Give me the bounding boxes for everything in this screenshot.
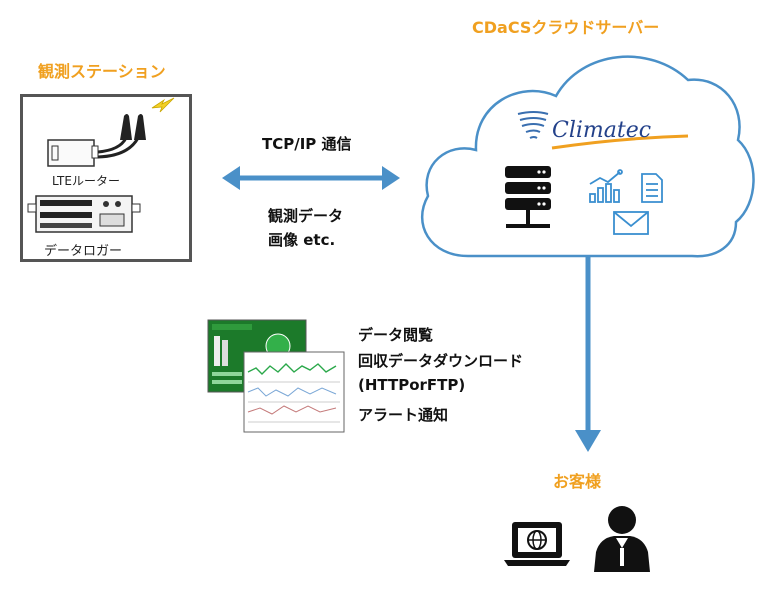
protocol-label: TCP/IP 通信 [262, 135, 352, 153]
payload-label-1: 観測データ [268, 207, 344, 225]
climatec-logo-text: Climatec [552, 118, 651, 143]
station-box [20, 94, 192, 262]
service-view: データ閲覧 [358, 326, 434, 344]
service-download: 回収データダウンロード [358, 352, 524, 370]
lightning-icon [151, 97, 175, 113]
station-title: 観測ステーション [38, 62, 166, 81]
download-arrow [575, 256, 601, 452]
server-icon [505, 166, 551, 228]
mail-icon [613, 211, 649, 235]
bidirectional-arrow [222, 166, 400, 190]
document-icon [641, 173, 663, 203]
data-logger-icon [27, 195, 141, 233]
service-protocol: (HTTPorFTP) [358, 376, 466, 394]
cloud-shape [420, 55, 755, 258]
lte-router-icon [47, 137, 140, 167]
bar-chart-icon [589, 169, 623, 203]
data-logger-label: データロガー [44, 244, 123, 259]
cloud-title: CDaCSクラウドサーバー [472, 18, 660, 37]
lte-router-label: LTEルーター [52, 174, 120, 188]
laptop-globe-icon [504, 522, 570, 566]
customer-title: お客様 [553, 472, 602, 491]
payload-label-2: 画像 etc. [268, 231, 336, 249]
service-alert: アラート通知 [358, 406, 449, 424]
graph-thumbnail [243, 351, 345, 433]
person-icon [594, 506, 650, 572]
climatec-logo-icon [517, 111, 689, 150]
antenna-icon [120, 114, 146, 140]
